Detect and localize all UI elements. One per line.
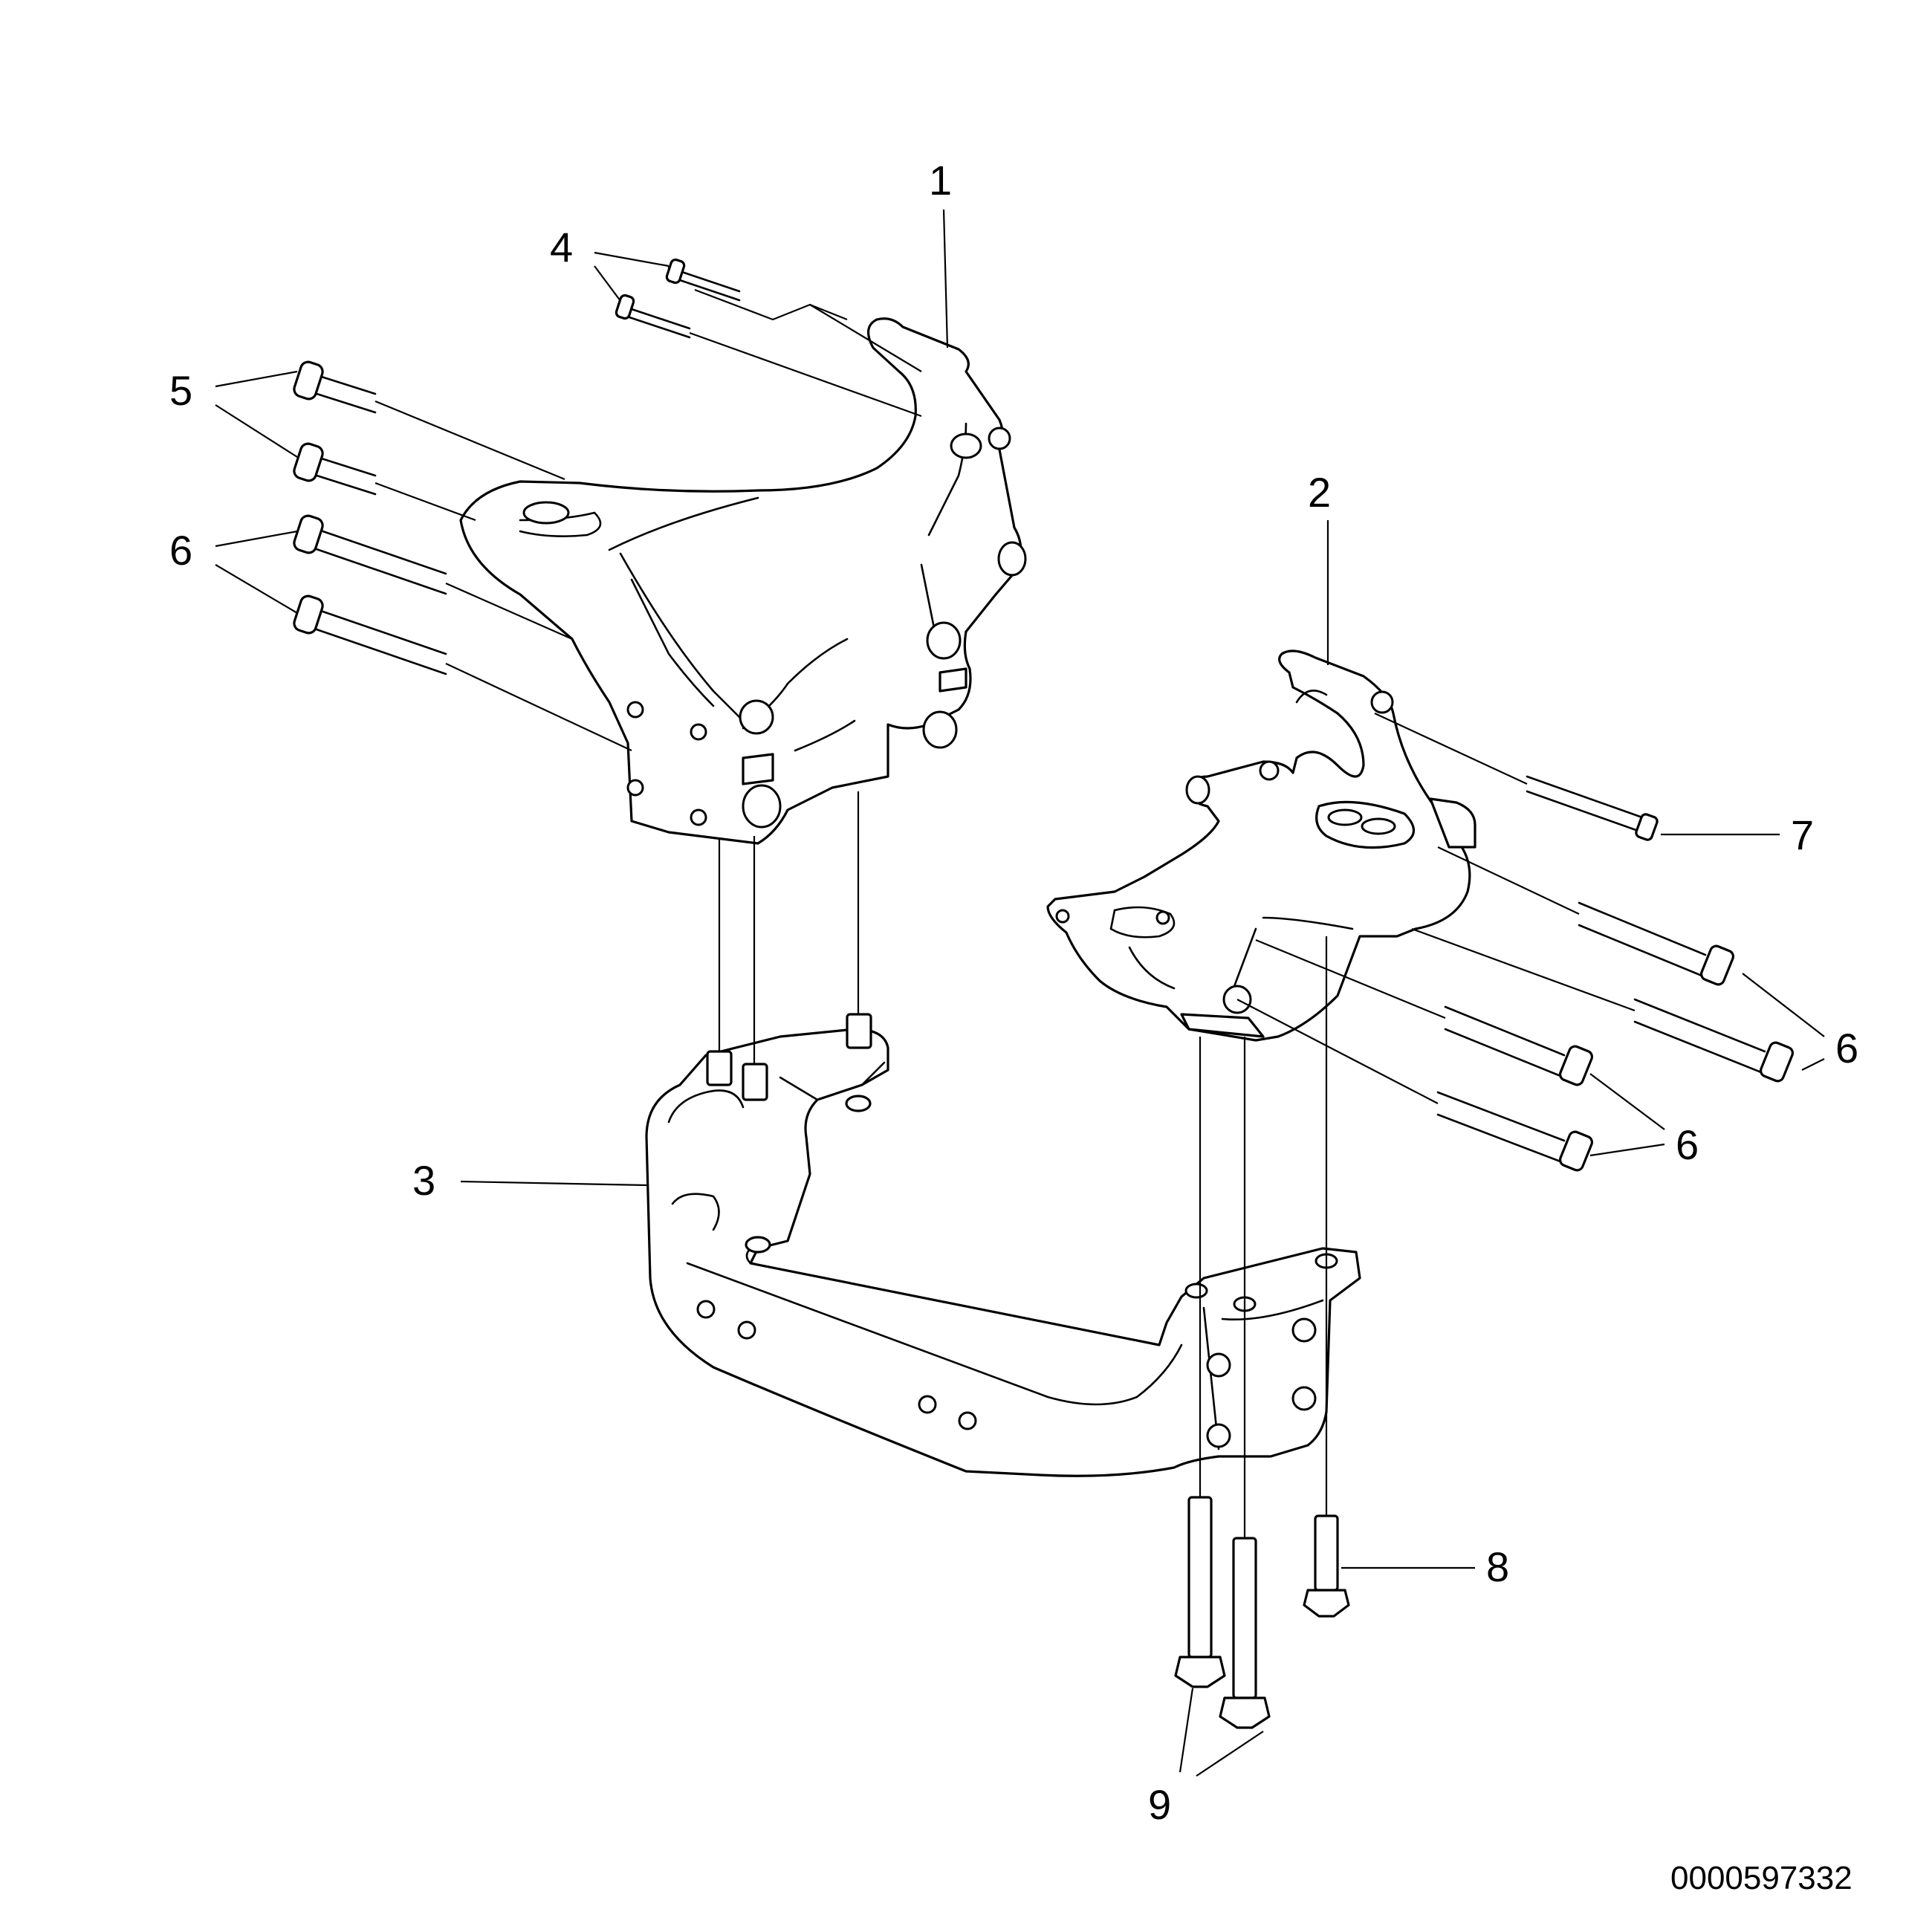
- callout-1: 1: [929, 157, 952, 204]
- callout-2: 2: [1308, 469, 1331, 516]
- part-6-bolts-left: [293, 514, 447, 675]
- document-number: 0000597332: [1670, 1860, 1852, 1896]
- callout-9: 9: [1148, 1781, 1171, 1828]
- part-1-left-mounting-bracket: [459, 317, 1027, 845]
- callout-labels: 1 2 3 4 5 6 7 6 6 8 9 0000597332: [169, 157, 1858, 1896]
- part-2-right-mounting-bracket: [1046, 649, 1476, 1042]
- part-5-bolts: [293, 360, 377, 496]
- callout-6-right-lower: 6: [1676, 1121, 1699, 1168]
- callout-7: 7: [1791, 811, 1814, 858]
- part-3-crossmember: [645, 1013, 1361, 1477]
- callout-3: 3: [412, 1157, 435, 1204]
- callout-6-right-upper: 6: [1835, 1025, 1858, 1072]
- part-9-bolts: [1174, 1496, 1271, 1729]
- callout-leader-lines: [215, 209, 1825, 1777]
- part-4-bolts: [615, 258, 741, 339]
- part-7-bolt: [1526, 775, 1659, 841]
- callout-6-left: 6: [169, 527, 192, 574]
- callout-8: 8: [1486, 1543, 1509, 1590]
- assembly-axis-lines: [375, 288, 1636, 1538]
- part-8-bolt: [1303, 1514, 1350, 1618]
- part-6-bolts-right: [1436, 901, 1795, 1172]
- callout-5: 5: [169, 367, 192, 414]
- callout-4: 4: [550, 224, 573, 270]
